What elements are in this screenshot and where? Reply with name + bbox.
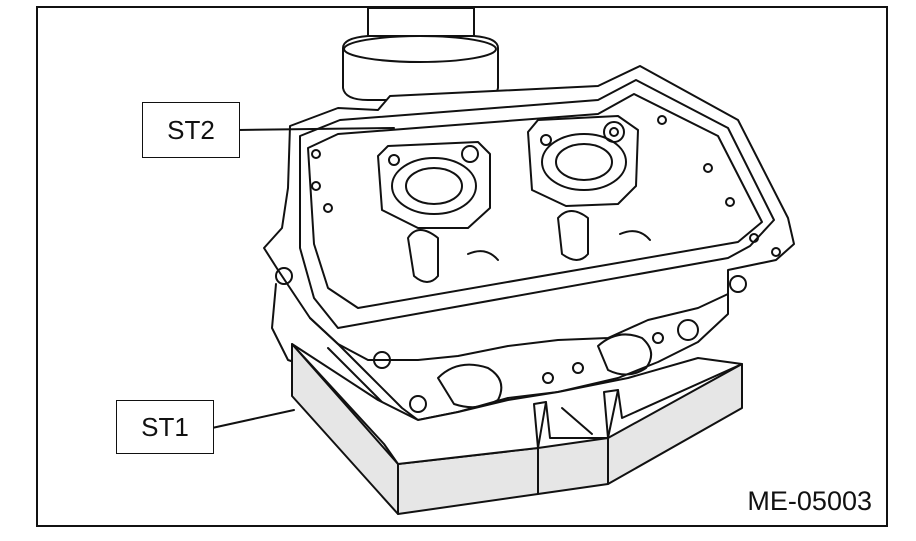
st2-leader-line (237, 127, 395, 131)
st1-base-fixture (291, 343, 743, 515)
cylinder-head (263, 65, 795, 421)
st2-callout: ST2 (142, 102, 240, 158)
figure-reference-code: ME-05003 (747, 486, 872, 516)
press-ram (342, 8, 499, 101)
st1-leader-line (211, 409, 295, 429)
figure-frame: ST2 ST1 ME-05003 (36, 6, 888, 527)
engine-illustration (211, 8, 795, 515)
st1-callout: ST1 (116, 400, 214, 454)
